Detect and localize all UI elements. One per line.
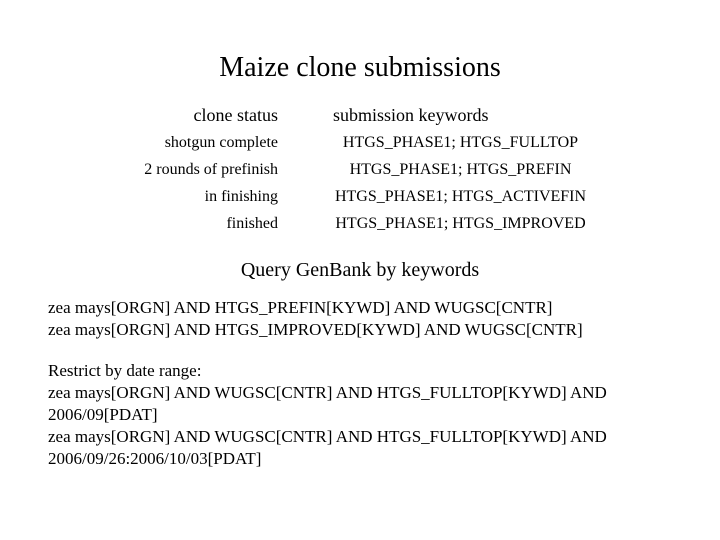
table-row: shotgun complete HTGS_PHASE1; HTGS_FULLT… [0, 129, 720, 156]
query-line: zea mays[ORGN] AND WUGSC[CNTR] AND HTGS_… [48, 383, 607, 402]
table-header-row: clone status submission keywords [0, 102, 720, 129]
slide-title: Maize clone submissions [219, 52, 501, 83]
query-line: zea mays[ORGN] AND HTGS_IMPROVED[KYWD] A… [48, 320, 583, 339]
column-header-submission-keywords: submission keywords [333, 105, 489, 125]
table-row: finished HTGS_PHASE1; HTGS_IMPROVED [0, 210, 720, 237]
table-row: 2 rounds of prefinish HTGS_PHASE1; HTGS_… [0, 156, 720, 183]
date-range-label: Restrict by date range: [48, 361, 202, 380]
submission-keywords-value: HTGS_PHASE1; HTGS_ACTIVEFIN [334, 188, 587, 205]
submission-keywords-value: HTGS_PHASE1; HTGS_IMPROVED [335, 215, 586, 232]
submission-keywords-value: HTGS_PHASE1; HTGS_PREFIN [349, 161, 572, 178]
keyword-query-block: zea mays[ORGN] AND HTGS_PREFIN[KYWD] AND… [48, 297, 583, 341]
clone-status-table: clone status submission keywords shotgun… [0, 102, 720, 237]
submission-keywords-value: HTGS_PHASE1; HTGS_FULLTOP [342, 134, 579, 151]
clone-status-value: finished [226, 215, 278, 232]
query-line-continuation: 2006/09/26:2006/10/03[PDAT] [48, 449, 262, 468]
date-range-query-block: Restrict by date range: zea mays[ORGN] A… [48, 360, 607, 470]
clone-status-value: shotgun complete [164, 134, 278, 151]
query-line: zea mays[ORGN] AND HTGS_PREFIN[KYWD] AND… [48, 298, 553, 317]
clone-status-value: 2 rounds of prefinish [144, 161, 278, 178]
table-row: in finishing HTGS_PHASE1; HTGS_ACTIVEFIN [0, 183, 720, 210]
column-header-clone-status: clone status [193, 105, 278, 125]
query-line-continuation: 2006/09[PDAT] [48, 405, 158, 424]
clone-status-value: in finishing [204, 188, 278, 205]
query-line: zea mays[ORGN] AND WUGSC[CNTR] AND HTGS_… [48, 427, 607, 446]
section-heading-query-genbank: Query GenBank by keywords [240, 259, 480, 281]
